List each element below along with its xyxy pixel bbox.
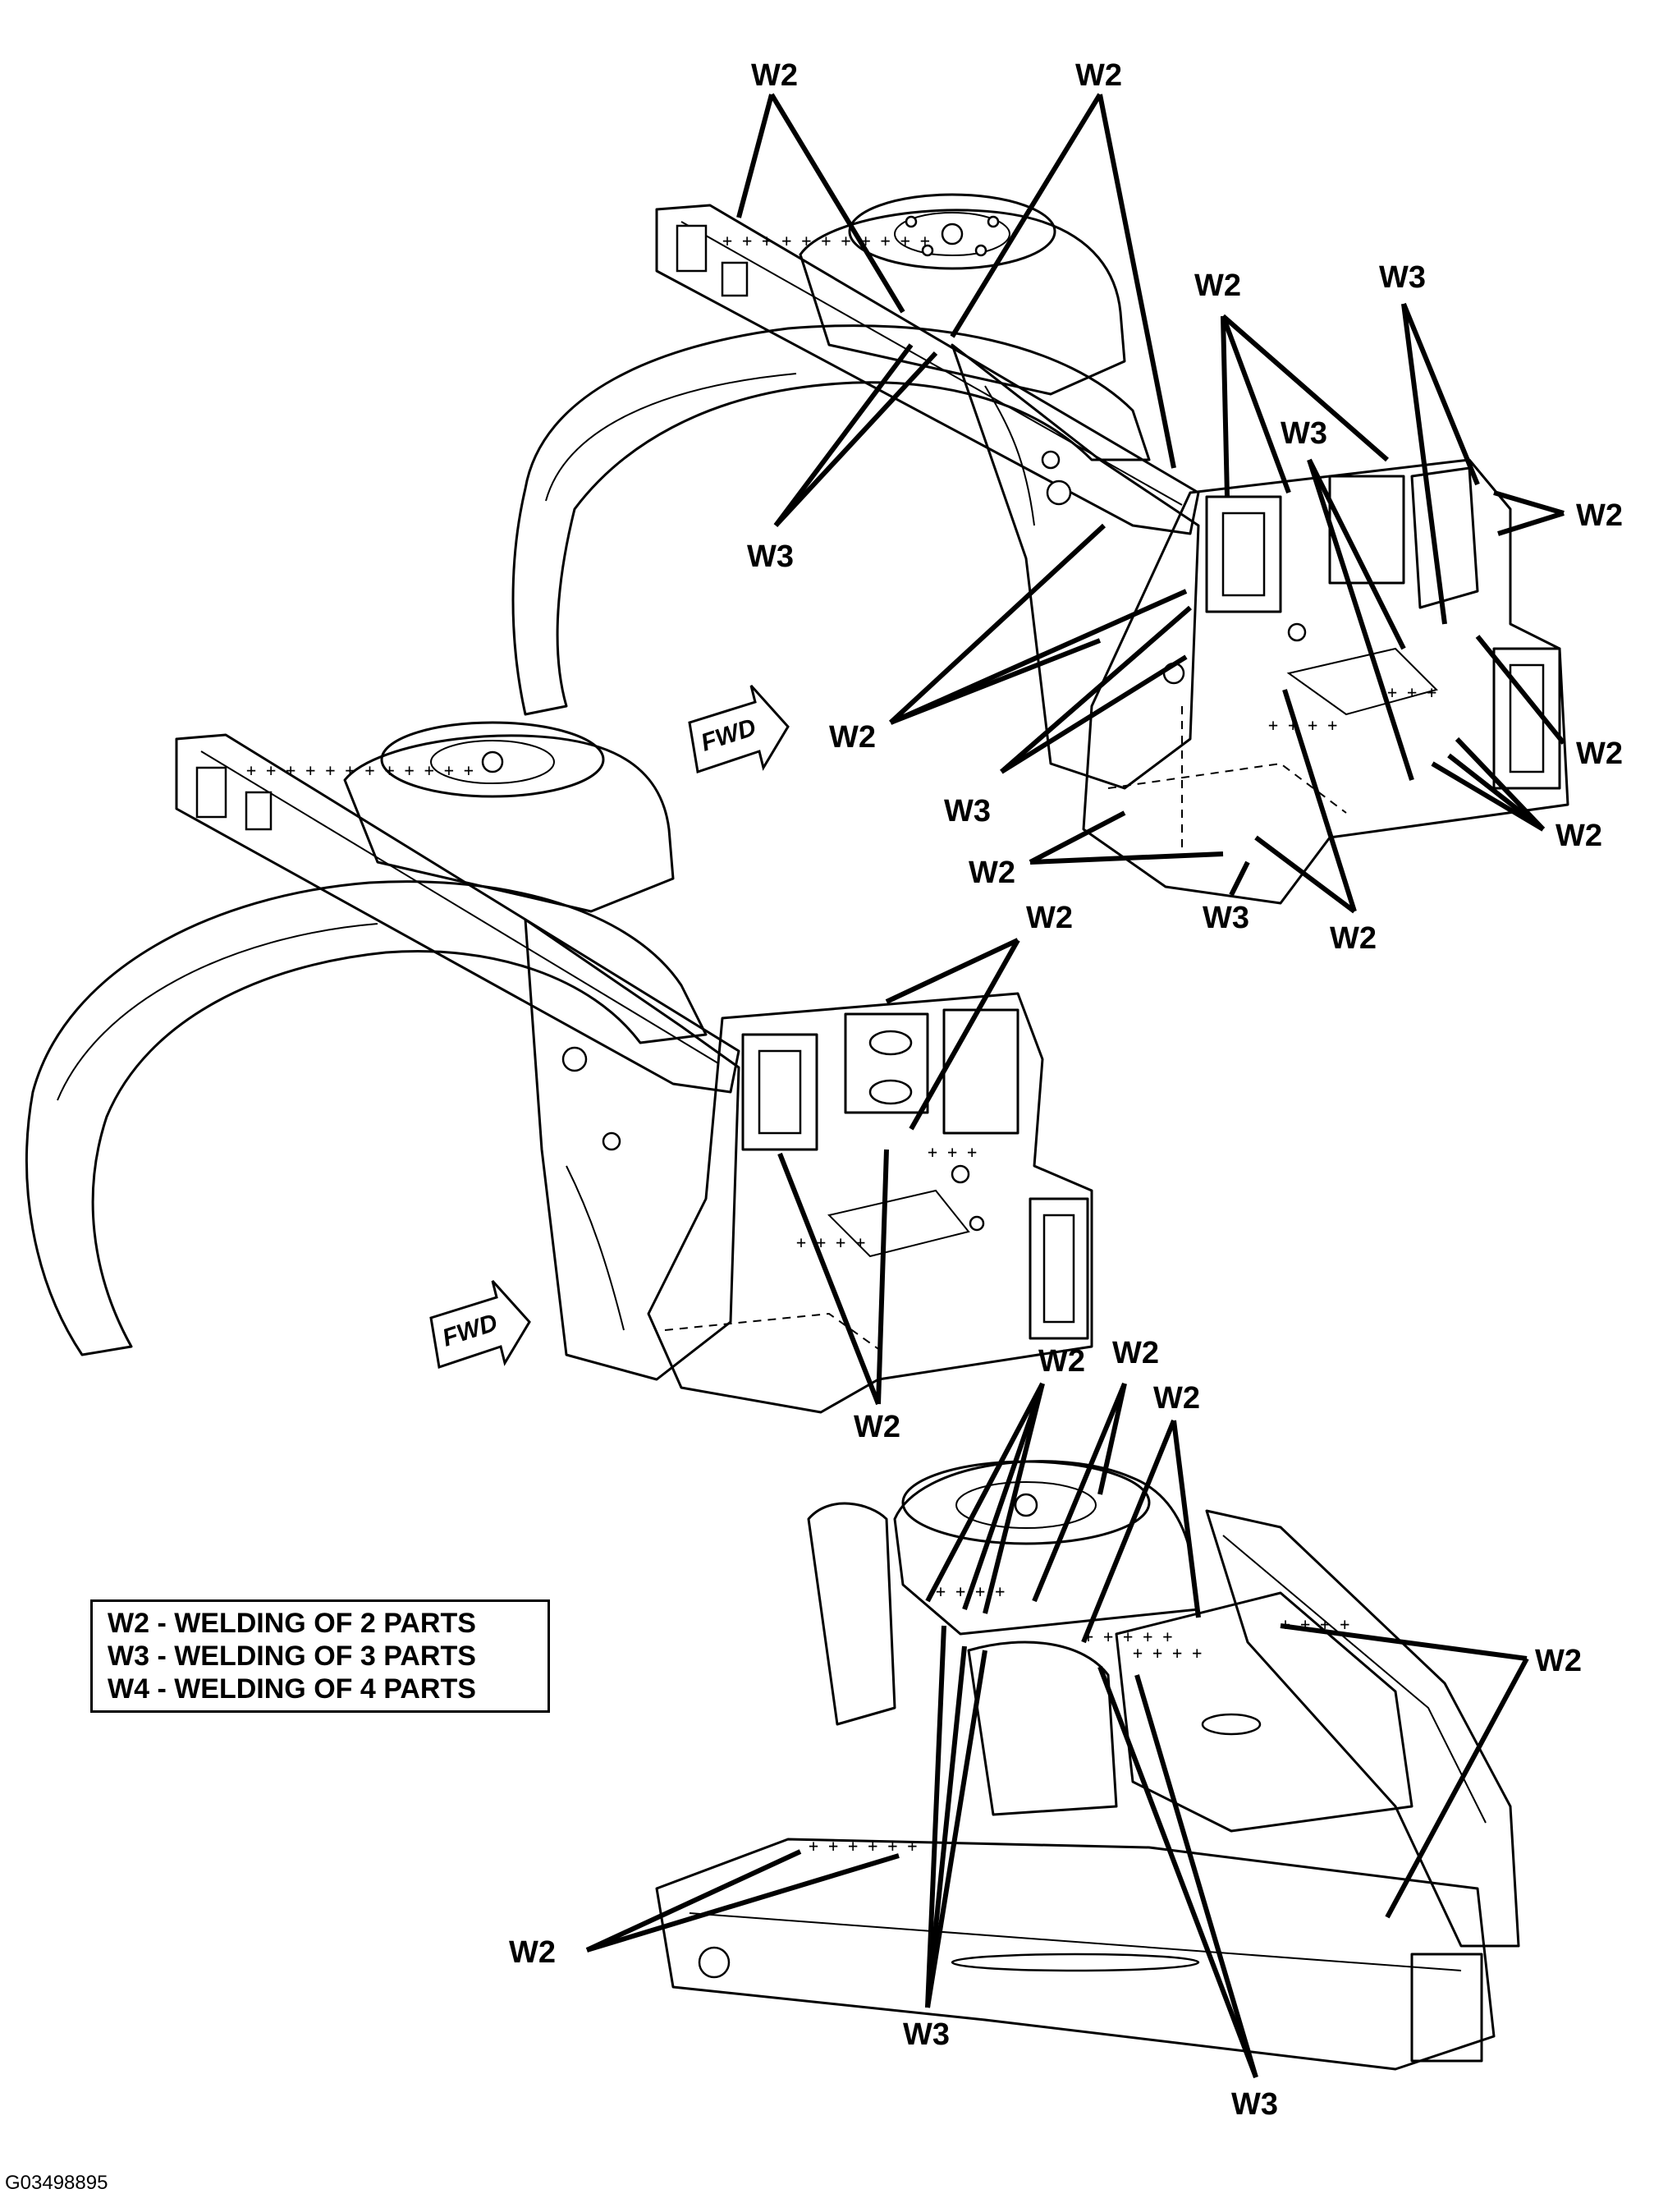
- callout-label: W2: [751, 58, 798, 93]
- svg-text:+ + + + +: + + + + +: [1084, 1627, 1172, 1646]
- callout-label: W2: [1112, 1336, 1159, 1370]
- fwd-arrow-middle: FWD: [429, 1279, 531, 1369]
- callout-label: W2: [1038, 1344, 1085, 1379]
- middle-assembly-drawing: + + + + + + + + + + + + + + + + + + + FW…: [25, 721, 1093, 1414]
- callout-label: W3: [1379, 260, 1426, 295]
- figure-id-label: G03498895: [5, 2172, 108, 2194]
- lower-assembly-drawing: + + + + + + + + + + + + + + + + + + + + …: [655, 1460, 1520, 2071]
- svg-text:+ + + + + + + + + + + +: + + + + + + + + + + + +: [246, 760, 474, 780]
- upper-assembly-drawing: + + + + + + + + + + + + + + + + + + FWD: [511, 193, 1569, 905]
- callout-label: W2: [854, 1410, 900, 1444]
- callout-label: W2: [1194, 268, 1241, 303]
- callout-label: W2: [969, 856, 1015, 890]
- callout-label: W2: [1555, 819, 1602, 853]
- legend-row-w2: W2 - WELDING OF 2 PARTS: [108, 1608, 476, 1639]
- weld-legend: W2 - WELDING OF 2 PARTS W3 - WELDING OF …: [90, 1599, 550, 1713]
- callout-label: W3: [1231, 2087, 1278, 2122]
- callout-label: W2: [829, 720, 876, 755]
- svg-text:+ + + +: + + + +: [1268, 715, 1337, 735]
- svg-text:+ + + +: + + + +: [1133, 1643, 1202, 1663]
- svg-text:+ + + +: + + + +: [796, 1232, 865, 1252]
- callout-labels-lower: W2 W2 W2 W2 W2 W3 W3: [509, 1336, 1582, 2122]
- callout-labels-middle: W2 W2: [854, 901, 1073, 1444]
- callout-label: W2: [1026, 901, 1073, 935]
- callout-label: W2: [509, 1935, 556, 1970]
- callout-label: W3: [944, 794, 991, 828]
- callout-leaders: [585, 93, 1566, 2079]
- callout-label: W3: [903, 2017, 950, 2052]
- callout-label: W2: [1576, 498, 1623, 533]
- callout-labels-upper: W2 W2 W3 W2 W3 W3 W2 W2 W3 W2 W2 W2 W3 W…: [747, 58, 1623, 956]
- svg-text:+ + + + + +: + + + + + +: [809, 1836, 917, 1856]
- callout-label: W2: [1576, 737, 1623, 771]
- svg-text:+ + + + + + + + + + +: + + + + + + + + + + +: [722, 231, 930, 250]
- callout-label: W2: [1153, 1381, 1200, 1416]
- callout-label: W3: [1281, 416, 1327, 451]
- legend-row-w4: W4 - WELDING OF 4 PARTS: [108, 1673, 476, 1705]
- callout-label: W2: [1330, 921, 1377, 956]
- fwd-arrow-upper: FWD: [688, 684, 790, 773]
- callout-label: W2: [1535, 1644, 1582, 1678]
- svg-text:+ + +: + + +: [1387, 682, 1436, 702]
- svg-text:+ + +: + + +: [928, 1142, 977, 1162]
- legend-row-w3: W3 - WELDING OF 3 PARTS: [108, 1641, 476, 1672]
- callout-label: W3: [747, 539, 794, 574]
- callout-label: W2: [1075, 58, 1122, 93]
- callout-label: W3: [1203, 901, 1249, 935]
